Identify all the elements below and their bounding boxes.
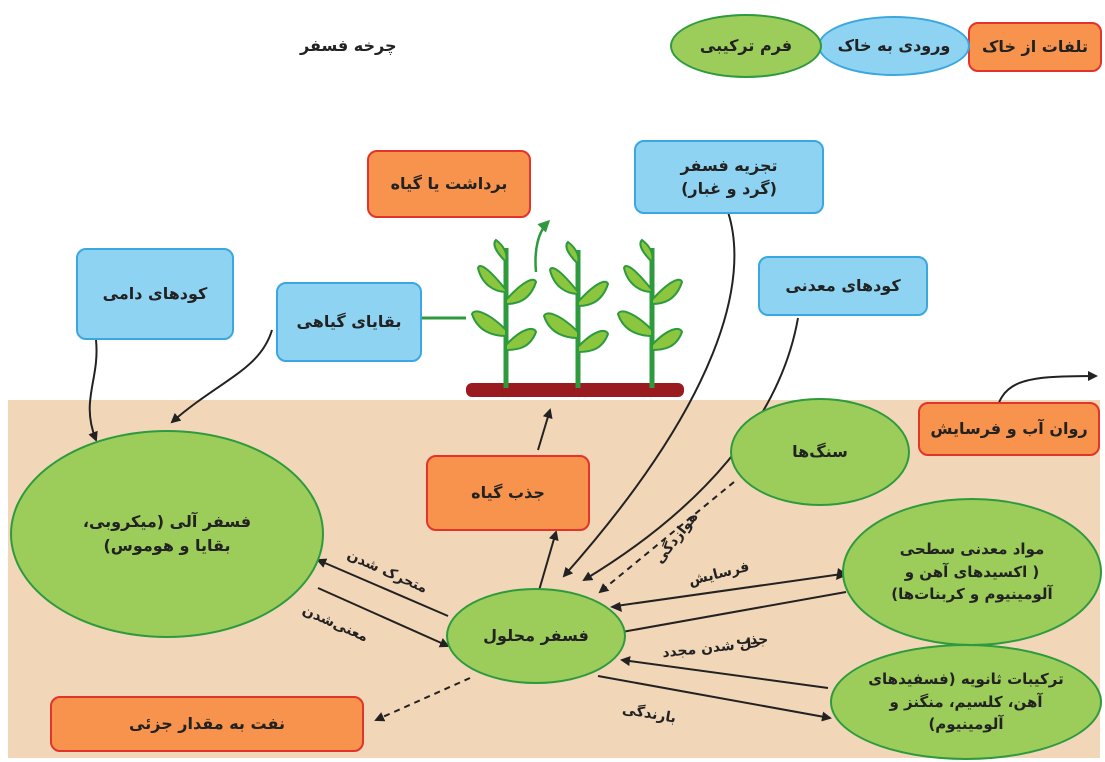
weathering-arrow	[598, 481, 735, 594]
residue-arrow	[170, 329, 273, 424]
animal-manure-box: کودهای دامی	[76, 248, 234, 340]
plant-2	[542, 240, 610, 388]
adsorption-line	[621, 591, 847, 633]
leaching-box: نفت به مقدار جزئی	[50, 696, 364, 752]
harvest-arrow	[534, 219, 551, 273]
plant-1	[470, 238, 538, 388]
manure-arrow	[88, 339, 98, 442]
legend-forms: فرم ترکیبی	[670, 14, 822, 78]
adsorption-label: جذب	[736, 632, 769, 648]
organic-p-pool: فسفر آلی (میکروبی، بقایا و هوموس)	[10, 430, 324, 638]
crop-plants	[466, 238, 684, 397]
plant-uptake-box: جذب گیاه	[426, 455, 590, 531]
solution-to-uptake-arrow	[537, 530, 559, 595]
diagram-title: چرخه فسفر	[300, 36, 397, 55]
harvest-box: برداشت یا گیاه	[367, 150, 531, 218]
plant-residue-box: بقایای گیاهی	[276, 282, 422, 362]
mineralization-arrow	[316, 558, 449, 617]
desorption-line	[615, 573, 843, 607]
dissolution-arrow	[620, 656, 829, 689]
leaching-arrow	[374, 677, 471, 722]
deposition-arrow	[562, 211, 736, 578]
plant-3	[616, 238, 684, 388]
soluble-p-pool: فسفر محلول	[446, 588, 626, 684]
uptake-to-plant-arrow	[537, 408, 553, 451]
mineral-fertilizer-box: کودهای معدنی	[758, 256, 928, 316]
soil-surface-bar	[466, 383, 684, 397]
runoff-box: روان آب و فرسایش	[918, 402, 1100, 456]
secondary-compounds-pool: ترکیبات ثانویه (فسفیدهای آهن، کلسیم، منگ…	[830, 644, 1102, 760]
precipitation-arrow	[597, 675, 832, 722]
legend-inputs: ورودی به خاک	[818, 16, 970, 76]
fertilizer-arrow	[582, 317, 799, 582]
deposition-box: تجزیه فسفر (گرد و غبار)	[634, 140, 824, 214]
surface-minerals-pool: مواد معدنی سطحی ( اکسیدهای آهن و آلومینی…	[842, 498, 1102, 646]
rocks-pool: سنگ‌ها	[730, 398, 910, 506]
immobilization-arrow	[317, 587, 450, 648]
legend-losses: تلفات از خاک	[968, 22, 1102, 72]
